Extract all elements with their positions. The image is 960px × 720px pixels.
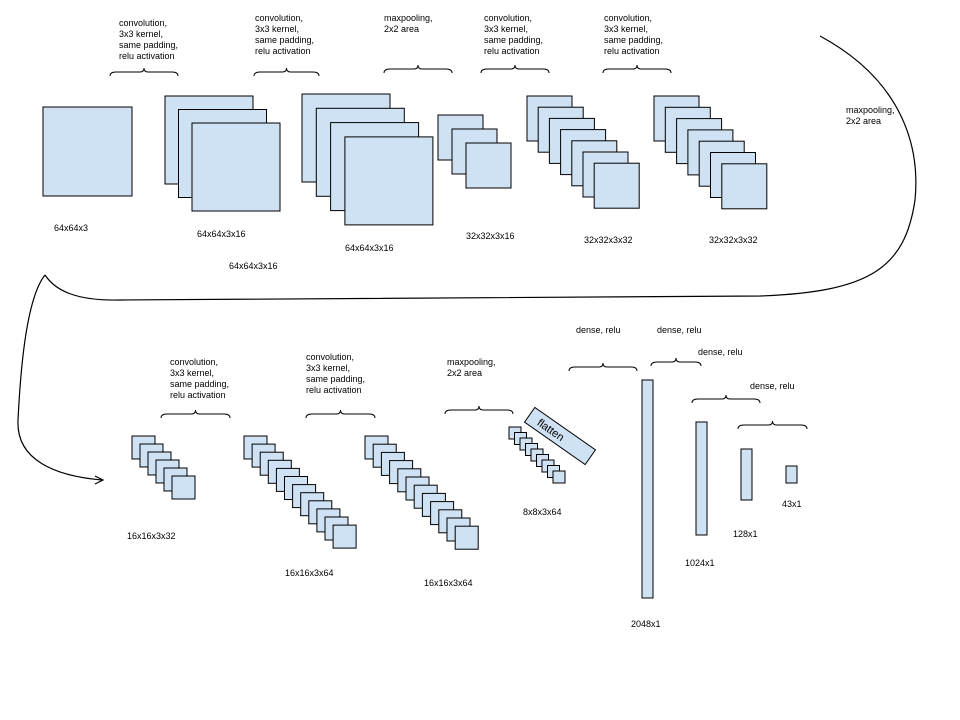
op-label-pool3: maxpooling,2x2 area	[447, 357, 496, 378]
dim-label-dense1: 2048x1	[631, 619, 661, 629]
feature-map	[454, 525, 479, 550]
feature-map	[332, 524, 357, 549]
op-label-pool2: maxpooling,2x2 area	[846, 105, 895, 126]
op-label-dense4: dense, relu	[750, 381, 795, 391]
dim-label-pool1: 32x32x3x16	[466, 231, 515, 241]
dense3-bar	[740, 448, 753, 501]
conv6-stack	[243, 435, 357, 549]
dim-label-conv1-extra: 64x64x3x16	[229, 261, 278, 271]
conv7-stack	[364, 435, 479, 550]
conv2-stack	[301, 93, 434, 226]
dense4-bar	[785, 465, 798, 484]
conv4-stack	[653, 95, 768, 210]
dim-label-input: 64x64x3	[54, 223, 88, 233]
conv3-stack	[526, 95, 640, 209]
op-label-conv2: convolution,3x3 kernel,same padding,relu…	[255, 13, 314, 56]
pool3-stack	[508, 426, 566, 484]
op-label-conv1: convolution,3x3 kernel,same padding,relu…	[119, 18, 178, 61]
op-label-pool1: maxpooling,2x2 area	[384, 13, 433, 34]
brace-dense4	[737, 420, 808, 430]
feature-map	[42, 106, 133, 197]
operation-braces	[109, 64, 808, 430]
op-label-dense2: dense, relu	[657, 325, 702, 335]
brace-conv1	[109, 67, 179, 77]
brace-conv4	[602, 64, 672, 74]
brace-conv5	[160, 409, 231, 419]
dim-label-conv7: 16x16x3x64	[424, 578, 473, 588]
feature-map	[552, 470, 566, 484]
op-label-conv6: convolution,3x3 kernel,same padding,relu…	[306, 352, 365, 395]
feature-map	[191, 122, 281, 212]
op-label-conv4: convolution,3x3 kernel,same padding,relu…	[604, 13, 663, 56]
feature-map	[721, 163, 768, 210]
brace-dense3	[691, 394, 761, 404]
feature-map-stacks	[42, 93, 768, 550]
op-label-conv3: convolution,3x3 kernel,same padding,relu…	[484, 13, 543, 56]
dim-label-conv2: 64x64x3x16	[345, 243, 394, 253]
input-block	[42, 106, 133, 197]
brace-pool1	[383, 64, 453, 74]
conv5-stack	[131, 435, 196, 500]
labels: convolution,3x3 kernel,same padding,relu…	[54, 13, 895, 629]
wrap-around-arrow-right	[44, 35, 917, 301]
wrap-around-arrow-left	[17, 274, 103, 481]
flow-arrows	[17, 35, 917, 485]
brace-pool3	[444, 405, 514, 415]
dim-label-dense3: 128x1	[733, 529, 758, 539]
dim-label-conv4: 32x32x3x32	[709, 235, 758, 245]
op-label-dense3: dense, relu	[698, 347, 743, 357]
brace-dense1	[568, 362, 638, 372]
brace-conv2	[253, 67, 320, 77]
op-label-dense1: dense, relu	[576, 325, 621, 335]
dense1-bar	[641, 379, 654, 599]
feature-map	[465, 142, 512, 189]
dim-label-conv5: 16x16x3x32	[127, 531, 176, 541]
op-label-conv5: convolution,3x3 kernel,same padding,relu…	[170, 357, 229, 400]
feature-map	[171, 475, 196, 500]
conv1-stack	[164, 95, 281, 212]
brace-conv3	[480, 64, 550, 74]
dim-label-conv3: 32x32x3x32	[584, 235, 633, 245]
feature-map	[344, 136, 434, 226]
flatten-rect	[523, 406, 597, 466]
dim-label-pool3: 8x8x3x64	[523, 507, 562, 517]
dim-label-dense2: 1024x1	[685, 558, 715, 568]
dense2-bar	[695, 421, 708, 536]
dim-label-dense4: 43x1	[782, 499, 802, 509]
feature-map	[593, 162, 640, 209]
dim-label-conv6: 16x16x3x64	[285, 568, 334, 578]
dense-layers	[641, 379, 798, 599]
pool1-stack	[437, 114, 512, 189]
arrowhead	[94, 475, 105, 485]
dim-label-conv1: 64x64x3x16	[197, 229, 246, 239]
brace-dense2	[650, 357, 702, 367]
brace-conv6	[305, 409, 376, 419]
